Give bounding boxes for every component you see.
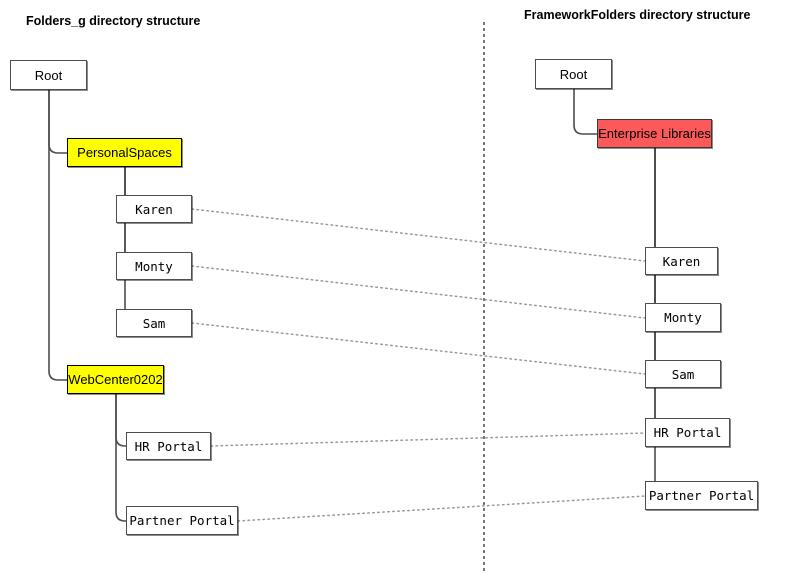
tree-node-l-karen[interactable]: Karen	[116, 195, 192, 223]
tree-edge-l-root-to-l-personal	[48, 90, 67, 154]
tree-node-l-hr[interactable]: HR Portal	[126, 432, 211, 460]
tree-node-label: Monty	[135, 258, 173, 274]
tree-node-label: Sam	[671, 366, 695, 382]
tree-node-label: HR Portal	[653, 425, 722, 440]
left-tree-title: Folders_g directory structure	[26, 14, 201, 28]
tree-edge-l-webcenter-to-l-partner	[115, 394, 126, 522]
tree-node-l-partner[interactable]: Partner Portal	[126, 506, 238, 535]
tree-node-label: Root	[559, 66, 588, 82]
tree-node-label: Karen	[662, 253, 701, 269]
tree-edge-l-root-to-l-webcenter	[48, 90, 67, 381]
tree-node-l-root[interactable]: Root	[10, 60, 87, 90]
mapping-link-l-karen-to-r-karen	[191, 208, 646, 262]
tree-node-label: Partner Portal	[129, 513, 235, 528]
mapping-link-l-sam-to-r-sam	[191, 322, 646, 375]
tree-node-label: PersonalSpaces	[77, 145, 172, 160]
tree-node-r-hr[interactable]: HR Portal	[645, 418, 730, 447]
tree-node-r-monty[interactable]: Monty	[645, 303, 721, 332]
tree-node-label: Enterprise Libraries	[598, 126, 711, 141]
tree-edge-r-root-to-r-ent	[573, 89, 597, 135]
tree-edge-l-webcenter-to-l-hr	[115, 394, 126, 447]
tree-node-label: HR Portal	[134, 438, 203, 454]
tree-node-r-partner[interactable]: Partner Portal	[645, 481, 758, 510]
tree-node-label: Partner Portal	[648, 488, 755, 503]
tree-node-label: Monty	[664, 310, 702, 325]
tree-node-l-webcenter[interactable]: WebCenter0202	[67, 365, 164, 394]
tree-node-l-sam[interactable]: Sam	[116, 309, 192, 337]
mapping-link-l-hr-to-r-hr	[210, 432, 646, 447]
tree-node-label: WebCenter0202	[68, 372, 163, 387]
tree-node-l-monty[interactable]: Monty	[116, 252, 192, 280]
tree-node-r-ent[interactable]: Enterprise Libraries	[597, 119, 712, 148]
tree-node-r-sam[interactable]: Sam	[645, 360, 721, 388]
mapping-link-layer	[191, 208, 646, 522]
mapping-link-l-partner-to-r-partner	[237, 495, 646, 522]
right-tree-title: FrameworkFolders directory structure	[524, 8, 751, 22]
tree-node-l-personal[interactable]: PersonalSpaces	[67, 138, 182, 167]
tree-node-r-karen[interactable]: Karen	[645, 247, 718, 275]
tree-node-r-root[interactable]: Root	[535, 59, 612, 89]
tree-node-label: Root	[34, 67, 63, 83]
tree-node-label: Karen	[135, 201, 173, 217]
mapping-link-l-monty-to-r-monty	[191, 265, 646, 319]
tree-node-label: Sam	[142, 315, 166, 331]
tree-edge-l-personal-to-l-sam	[116, 167, 135, 324]
